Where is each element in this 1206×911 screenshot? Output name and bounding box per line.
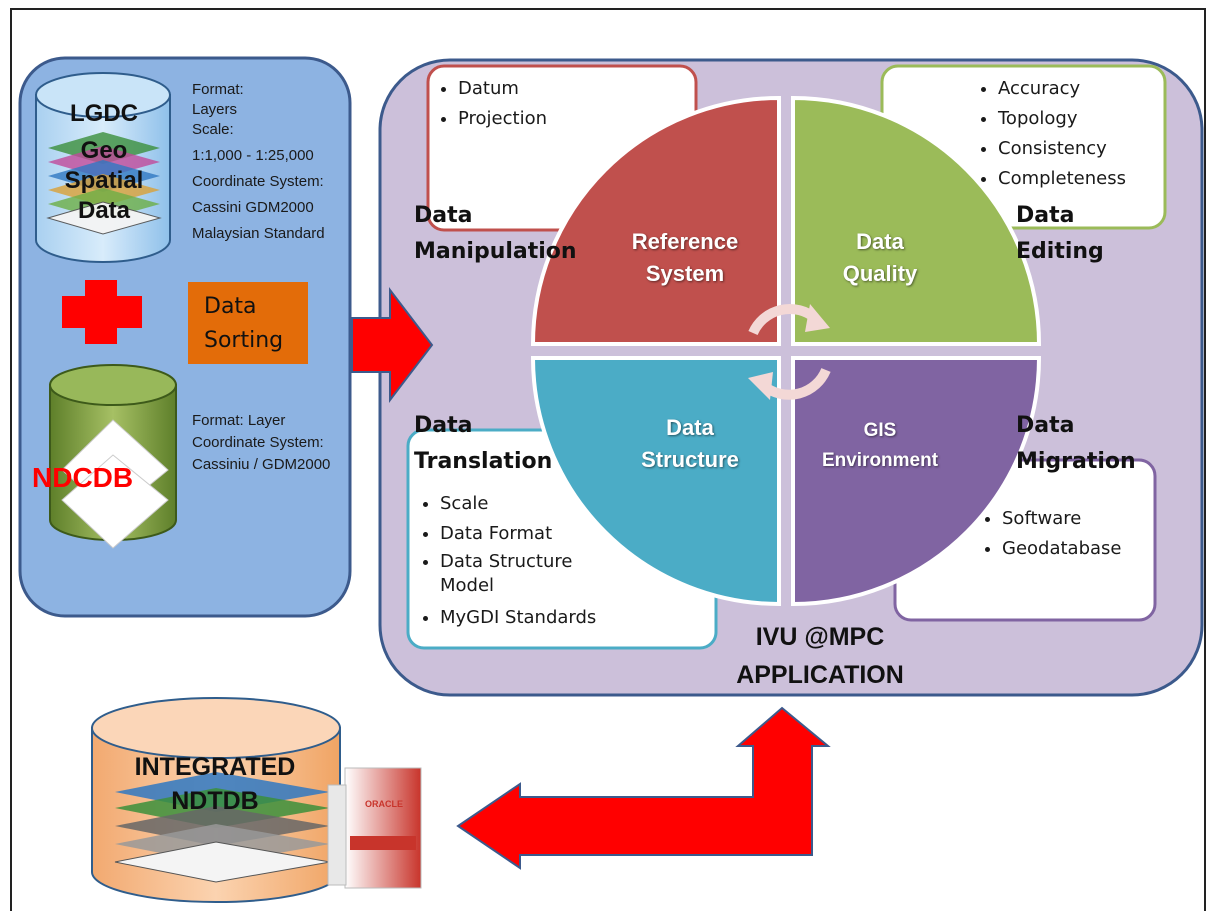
lgdc-subtitle: Geo Spatial Data bbox=[45, 136, 163, 226]
wedge-label-line: Reference bbox=[631, 229, 739, 254]
lgdc-subtitle-line: Data bbox=[77, 197, 131, 224]
application-label-line: IVU @MPC bbox=[755, 623, 885, 651]
ndcdb-info-line: Format: Layer bbox=[192, 412, 286, 429]
ndcdb-info-line: Coordinate System: bbox=[192, 434, 324, 451]
diagram-frame bbox=[10, 8, 1206, 911]
list-item: MyGDI Standards bbox=[440, 604, 622, 632]
side-label-line: Data bbox=[1016, 413, 1075, 438]
lgdc-info-line: Coordinate System: bbox=[192, 173, 324, 190]
data-sorting-line: Sorting bbox=[204, 328, 284, 353]
lgdc-info-line: Malaysian Standard bbox=[192, 225, 325, 242]
lgdc-info-line: Scale: bbox=[192, 121, 234, 138]
ndcdb-title: NDCDB bbox=[32, 462, 134, 493]
data-sorting-line: Data bbox=[204, 294, 257, 319]
data-sorting-label: Data Sorting bbox=[196, 290, 306, 358]
ndcdb-info-line: Cassiniu / GDM2000 bbox=[192, 456, 331, 473]
data-manipulation-label: Data Manipulation bbox=[414, 198, 577, 270]
integrated-label-line: INTEGRATED bbox=[134, 753, 296, 781]
manipulation-list: Datum Projection bbox=[440, 74, 680, 134]
application-label-line: APPLICATION bbox=[736, 661, 904, 689]
wedge-label-line: Quality bbox=[842, 261, 918, 286]
integrated-label-line: NDTDB bbox=[171, 787, 259, 815]
ndcdb-cylinder bbox=[49, 364, 177, 549]
lgdc-info-line: 1:1,000 - 1:25,000 bbox=[192, 147, 314, 164]
gis-environment-label: GIS Environment bbox=[800, 416, 960, 476]
lgdc-info-line: Format: bbox=[192, 81, 244, 98]
lgdc-info-line: Cassini GDM2000 bbox=[192, 199, 314, 216]
side-label-line: Translation bbox=[414, 449, 553, 474]
migration-list: Software Geodatabase bbox=[984, 504, 1154, 564]
reference-system-wedge bbox=[530, 95, 781, 346]
lgdc-title: LGDC bbox=[70, 100, 138, 127]
list-item: Topology bbox=[998, 104, 1160, 134]
data-structure-label: Data Structure bbox=[630, 412, 750, 476]
list-item: Projection bbox=[458, 104, 680, 134]
ndcdb-info: Format: Layer Coordinate System: Cassini… bbox=[192, 410, 352, 476]
input-arrow bbox=[351, 287, 434, 403]
list-item: Geodatabase bbox=[1002, 534, 1154, 564]
list-item: Scale bbox=[440, 490, 622, 518]
editing-list: Accuracy Topology Consistency Completene… bbox=[980, 74, 1160, 194]
side-label-line: Editing bbox=[1016, 239, 1104, 264]
list-item: Data Format bbox=[440, 520, 622, 548]
data-migration-label: Data Migration bbox=[1016, 408, 1136, 480]
data-quality-label: Data Quality bbox=[820, 226, 940, 290]
integrated-ndtdb-label: INTEGRATED NDTDB bbox=[100, 750, 330, 818]
wedge-label-line: Data bbox=[856, 229, 904, 254]
lgdc-info: Format: Layers Scale: 1:1,000 - 1:25,000… bbox=[192, 80, 352, 244]
lgdc-subtitle-line: Spatial bbox=[64, 167, 144, 194]
list-item: Data Structure Model bbox=[440, 550, 622, 598]
list-item: Consistency bbox=[998, 134, 1160, 164]
wedge-label-line: System bbox=[645, 261, 725, 286]
cycle-arrows-icon bbox=[748, 304, 831, 400]
lgdc-cylinder bbox=[35, 72, 171, 263]
side-label-line: Data bbox=[414, 413, 473, 438]
lgdc-subtitle-line: Geo bbox=[80, 137, 128, 164]
list-item: Datum bbox=[458, 74, 680, 104]
integrated-ndtdb-cylinder bbox=[91, 697, 341, 903]
wedge-label-line: GIS bbox=[863, 420, 897, 441]
wedge-label-line: Data bbox=[666, 415, 714, 440]
lgdc-info-line: Layers bbox=[192, 101, 238, 118]
wedge-label-line: Structure bbox=[641, 447, 739, 472]
translation-list: Scale Data Format Data Structure Model M… bbox=[422, 490, 622, 632]
data-sorting-box bbox=[188, 282, 308, 364]
oracle-logo: ORACLE bbox=[365, 799, 403, 809]
reference-system-label: Reference System bbox=[610, 226, 760, 290]
list-item: Accuracy bbox=[998, 74, 1160, 104]
side-label-line: Manipulation bbox=[414, 239, 577, 264]
plus-icon bbox=[62, 280, 142, 344]
gis-environment-wedge bbox=[791, 356, 1042, 607]
side-label-line: Migration bbox=[1016, 449, 1136, 474]
list-item: Completeness bbox=[998, 164, 1160, 194]
side-label-line: Data bbox=[1016, 203, 1075, 228]
data-editing-label: Data Editing bbox=[1016, 198, 1104, 270]
list-item: Software bbox=[1002, 504, 1154, 534]
wedge-label-line: Environment bbox=[821, 450, 939, 471]
data-structure-wedge bbox=[530, 356, 781, 607]
return-arrow bbox=[456, 706, 831, 870]
side-label-line: Data bbox=[414, 203, 473, 228]
data-translation-label: Data Translation bbox=[414, 408, 552, 480]
application-label: IVU @MPC APPLICATION bbox=[700, 618, 940, 694]
data-quality-wedge bbox=[791, 95, 1042, 346]
oracle-product-box bbox=[327, 767, 422, 889]
